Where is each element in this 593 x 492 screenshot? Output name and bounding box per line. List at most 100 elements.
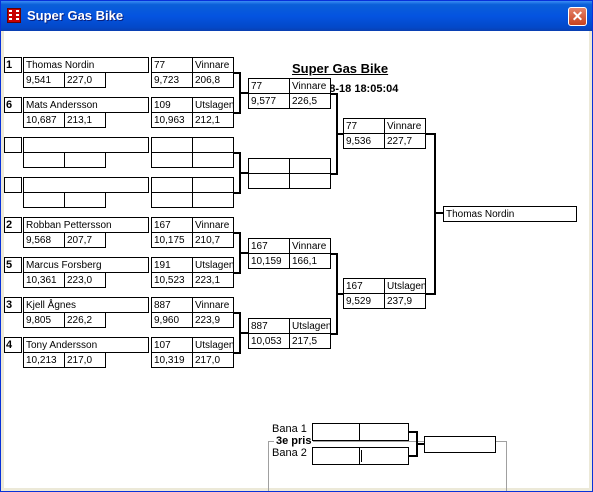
third-place-result <box>424 436 496 453</box>
heat-speed <box>192 192 234 208</box>
rider-time: 9,568 <box>23 232 65 248</box>
heat-number <box>151 137 193 153</box>
bracket-line <box>336 133 344 135</box>
bracket-line <box>239 92 248 94</box>
rider-name[interactable]: Thomas Nordin <box>23 57 149 73</box>
seed-box <box>4 177 22 193</box>
heat-result: Utslagen <box>192 337 234 353</box>
bracket-line <box>425 133 436 135</box>
seed-box: 2 <box>4 217 22 233</box>
seed-box: 4 <box>4 337 22 353</box>
rider-name[interactable]: Kjell Ågnes <box>23 297 149 313</box>
seed-box: 1 <box>4 57 22 73</box>
heat-result: Vinnare <box>192 217 234 233</box>
bracket-line <box>408 455 418 457</box>
bracket-line <box>330 173 338 175</box>
heat-time: 10,053 <box>248 333 290 349</box>
app-flag-icon <box>7 8 21 23</box>
third-place-legend: 3e pris <box>274 435 314 447</box>
rider-speed: 207,7 <box>64 232 106 248</box>
lane-1-label: Bana 1 <box>272 423 307 435</box>
heat-result: Utslagen <box>384 278 426 294</box>
heat-time: 10,159 <box>248 253 290 269</box>
title-bar[interactable]: Super Gas Bike ✕ <box>1 1 592 31</box>
rider-time: 9,805 <box>23 312 65 328</box>
heat-speed: 217,0 <box>192 352 234 368</box>
heat-speed: 227,7 <box>384 133 426 149</box>
rider-name[interactable] <box>23 137 149 153</box>
heat-time: 9,577 <box>248 93 290 109</box>
heat-time: 9,536 <box>343 133 385 149</box>
heat-time <box>248 173 290 189</box>
heat-time: 9,960 <box>151 312 193 328</box>
heat-number: 77 <box>151 57 193 73</box>
heat-number: 167 <box>343 278 385 294</box>
heat-number: 109 <box>151 97 193 113</box>
bracket-line <box>233 272 241 274</box>
bracket-line <box>233 352 241 354</box>
third-place-group <box>268 441 507 491</box>
rider-name[interactable]: Marcus Forsberg <box>23 257 149 273</box>
heat-number: 191 <box>151 257 193 273</box>
page-title: Super Gas Bike <box>292 61 389 76</box>
bracket-line <box>330 93 338 95</box>
bracket-line <box>233 112 241 114</box>
rider-speed: 223,0 <box>64 272 106 288</box>
rider-speed <box>64 192 106 208</box>
heat-result: Utslagen <box>192 257 234 273</box>
rider-time: 10,687 <box>23 112 65 128</box>
lane-2-speed-field[interactable] <box>359 447 409 465</box>
rider-speed <box>64 152 106 168</box>
rider-name[interactable]: Mats Andersson <box>23 97 149 113</box>
bracket-line <box>239 252 248 254</box>
rider-name[interactable] <box>23 177 149 193</box>
heat-number: 167 <box>151 217 193 233</box>
bracket-line <box>434 212 443 214</box>
bracket-line <box>336 293 344 295</box>
heat-result: Utslagen <box>289 318 331 334</box>
rider-time <box>23 152 65 168</box>
bracket-line <box>434 133 436 295</box>
rider-speed: 213,1 <box>64 112 106 128</box>
bracket-line <box>416 443 424 445</box>
heat-time: 10,963 <box>151 112 193 128</box>
heat-speed: 223,9 <box>192 312 234 328</box>
heat-time: 9,529 <box>343 293 385 309</box>
heat-time: 10,175 <box>151 232 193 248</box>
heat-speed: 237,9 <box>384 293 426 309</box>
lane-2-time-field[interactable] <box>312 447 360 465</box>
seed-box: 6 <box>4 97 22 113</box>
heat-speed: 206,8 <box>192 72 234 88</box>
seed-box: 3 <box>4 297 22 313</box>
bracket-line <box>239 332 248 334</box>
heat-speed: 217,5 <box>289 333 331 349</box>
heat-number: 107 <box>151 337 193 353</box>
bracket-line <box>233 152 241 154</box>
heat-result: Vinnare <box>192 297 234 313</box>
rider-speed: 227,0 <box>64 72 106 88</box>
heat-speed: 210,7 <box>192 232 234 248</box>
heat-number: 887 <box>248 318 290 334</box>
heat-number: 77 <box>248 78 290 94</box>
heat-time <box>151 152 193 168</box>
heat-result <box>289 158 331 174</box>
seed-box: 5 <box>4 257 22 273</box>
heat-result: Vinnare <box>192 57 234 73</box>
lane-1-time-field[interactable] <box>312 423 360 441</box>
rider-speed: 226,2 <box>64 312 106 328</box>
text-cursor <box>361 450 362 462</box>
heat-number: 77 <box>343 118 385 134</box>
heat-speed: 226,5 <box>289 93 331 109</box>
heat-result: Vinnare <box>289 78 331 94</box>
bracket-line <box>330 253 338 255</box>
heat-time: 10,523 <box>151 272 193 288</box>
champion-name[interactable]: Thomas Nordin <box>443 206 577 222</box>
heat-result: Vinnare <box>289 238 331 254</box>
lane-1-speed-field[interactable] <box>359 423 409 441</box>
heat-time: 10,319 <box>151 352 193 368</box>
rider-name[interactable]: Robban Pettersson <box>23 217 149 233</box>
close-button[interactable]: ✕ <box>568 7 587 26</box>
rider-name[interactable]: Tony Andersson <box>23 337 149 353</box>
rider-time: 10,361 <box>23 272 65 288</box>
